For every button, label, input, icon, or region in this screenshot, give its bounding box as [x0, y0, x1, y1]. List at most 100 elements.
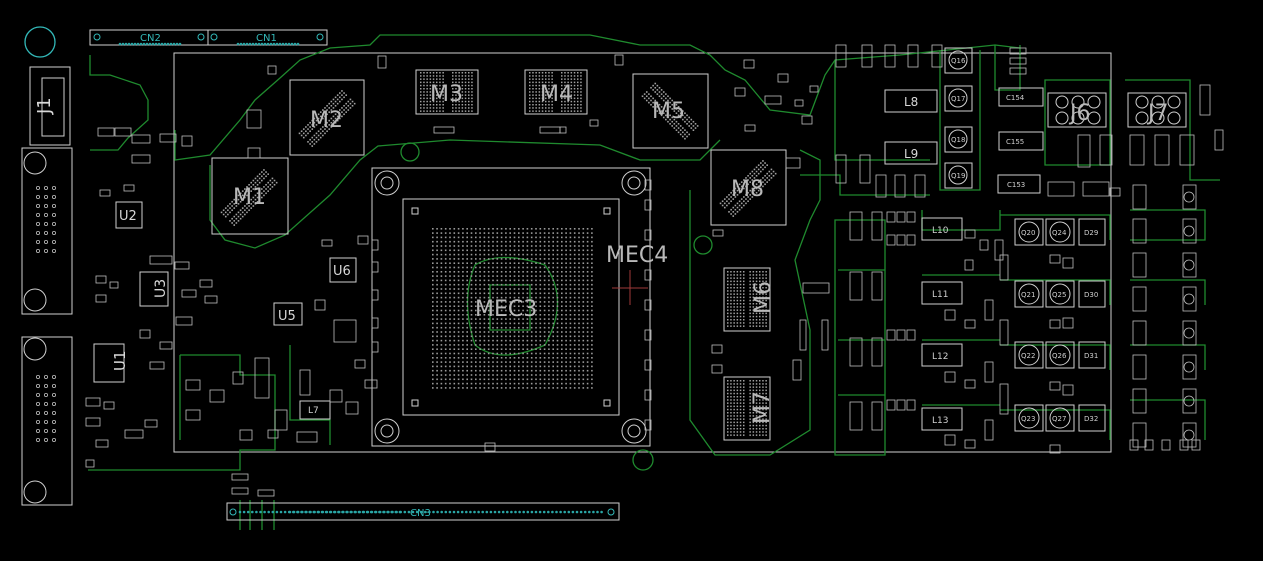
ic-u1: U1 [93, 343, 129, 383]
m6-label: M6 [751, 281, 776, 314]
transistor-q24: Q24 [1045, 218, 1075, 246]
d29-label: D29 [1084, 229, 1098, 237]
inductor-l13: L13 [921, 407, 963, 431]
ic-u6: U6 [329, 257, 357, 283]
m7-label: M7 [750, 391, 775, 424]
connector-cn2: CN2 [89, 29, 209, 46]
dvi-connector-top [21, 147, 73, 315]
mec3-label: MEC3 [475, 297, 537, 322]
c154-label: C154 [1006, 94, 1025, 102]
l12-label: L12 [932, 352, 948, 362]
transistor-q27: Q27 [1045, 404, 1075, 432]
mec4-label: MEC4 [606, 243, 668, 268]
m1-label: M1 [233, 185, 266, 210]
l10-label: L10 [932, 226, 949, 236]
j1-label: J1 [34, 97, 55, 115]
d31-label: D31 [1084, 352, 1098, 360]
memory-m7: M7 [723, 376, 775, 441]
q26-label: Q26 [1052, 352, 1067, 360]
m4-label: M4 [540, 82, 573, 107]
l8-label: L8 [904, 95, 918, 109]
cap-c153: C153 [997, 174, 1041, 194]
connector-j7: J7 [1127, 92, 1187, 128]
transistor-q23: Q23 [1014, 404, 1044, 432]
m5-label: M5 [652, 99, 685, 124]
l13-label: L13 [932, 416, 948, 426]
transistor-q22: Q22 [1014, 341, 1044, 369]
q16-label: Q16 [951, 57, 966, 65]
q22-label: Q22 [1021, 352, 1035, 360]
q24-label: Q24 [1052, 229, 1067, 237]
cn1-label: CN1 [256, 33, 277, 44]
memory-m5: M5 [632, 73, 709, 149]
inductor-l8: L8 [884, 89, 938, 113]
m3-label: M3 [430, 82, 463, 107]
inductor-l7: L7 [299, 400, 331, 420]
q18-label: Q18 [951, 136, 965, 144]
l11-label: L11 [932, 290, 948, 300]
inductor-l12: L12 [921, 343, 963, 367]
j7-label: J7 [1146, 101, 1169, 126]
m8-label: M8 [731, 177, 764, 202]
j6-label: J6 [1068, 101, 1091, 126]
transistor-q21: Q21 [1014, 280, 1044, 308]
mounting-hole [24, 26, 56, 58]
connector-cn1: CN1 [207, 29, 328, 46]
dvi-connector-bottom [21, 336, 73, 506]
q25-label: Q25 [1052, 291, 1066, 299]
ic-u3: U3 [139, 271, 169, 307]
memory-m2: M2 [289, 79, 365, 156]
connector-j6: J6 [1047, 92, 1107, 128]
q21-label: Q21 [1021, 291, 1035, 299]
m2-label: M2 [310, 108, 343, 133]
transistor-q25: Q25 [1045, 280, 1075, 308]
ic-u2: U2 [115, 201, 143, 229]
l7-label: L7 [308, 406, 319, 416]
memory-m8: M8 [710, 149, 787, 226]
inductor-l9: L9 [884, 141, 938, 165]
memory-m3: M3 [415, 69, 479, 115]
memory-m1: M1 [211, 157, 289, 235]
u5-label: U5 [278, 309, 296, 324]
cn2-label: CN2 [140, 33, 161, 44]
u2-label: U2 [119, 209, 137, 224]
marker-mec4: MEC4 [606, 243, 668, 305]
q19-label: Q19 [951, 172, 965, 180]
cap-c154: C154 [998, 87, 1044, 107]
passive-components [85, 44, 1224, 497]
d30-label: D30 [1084, 291, 1098, 299]
ic-u5: U5 [273, 302, 303, 326]
gpu-mec3: MEC3 [371, 167, 651, 447]
inductor-l10: L10 [921, 217, 963, 241]
d32-label: D32 [1084, 415, 1098, 423]
memory-m4: M4 [524, 69, 588, 115]
right-capacitor-column [1132, 184, 1197, 448]
c155-label: C155 [1006, 138, 1024, 146]
diode-d32: D32 [1078, 404, 1106, 432]
c153-label: C153 [1007, 181, 1025, 189]
transistor-q16: Q16 [944, 47, 973, 74]
diode-d31: D31 [1078, 341, 1106, 369]
transistor-q17: Q17 [944, 85, 973, 112]
diode-d29: D29 [1078, 218, 1106, 246]
u1-label: U1 [111, 350, 129, 371]
connector-cn3: CN3 [226, 502, 620, 521]
cn3-label: CN3 [410, 508, 431, 519]
q27-label: Q27 [1052, 415, 1066, 423]
diode-d30: D30 [1078, 280, 1106, 308]
transistor-q20: Q20 [1014, 218, 1044, 246]
u3-label: U3 [153, 279, 169, 298]
l9-label: L9 [904, 147, 918, 161]
q20-label: Q20 [1021, 229, 1035, 237]
transistor-q18: Q18 [944, 126, 973, 153]
u6-label: U6 [333, 264, 351, 279]
transistor-q19: Q19 [944, 162, 973, 189]
connector-j1: J1 [29, 66, 71, 146]
memory-m6: M6 [723, 267, 776, 332]
q23-label: Q23 [1021, 415, 1035, 423]
inductor-l11: L11 [921, 281, 963, 305]
board-outline [173, 52, 1112, 453]
q17-label: Q17 [951, 95, 965, 103]
transistor-q26: Q26 [1045, 341, 1075, 369]
